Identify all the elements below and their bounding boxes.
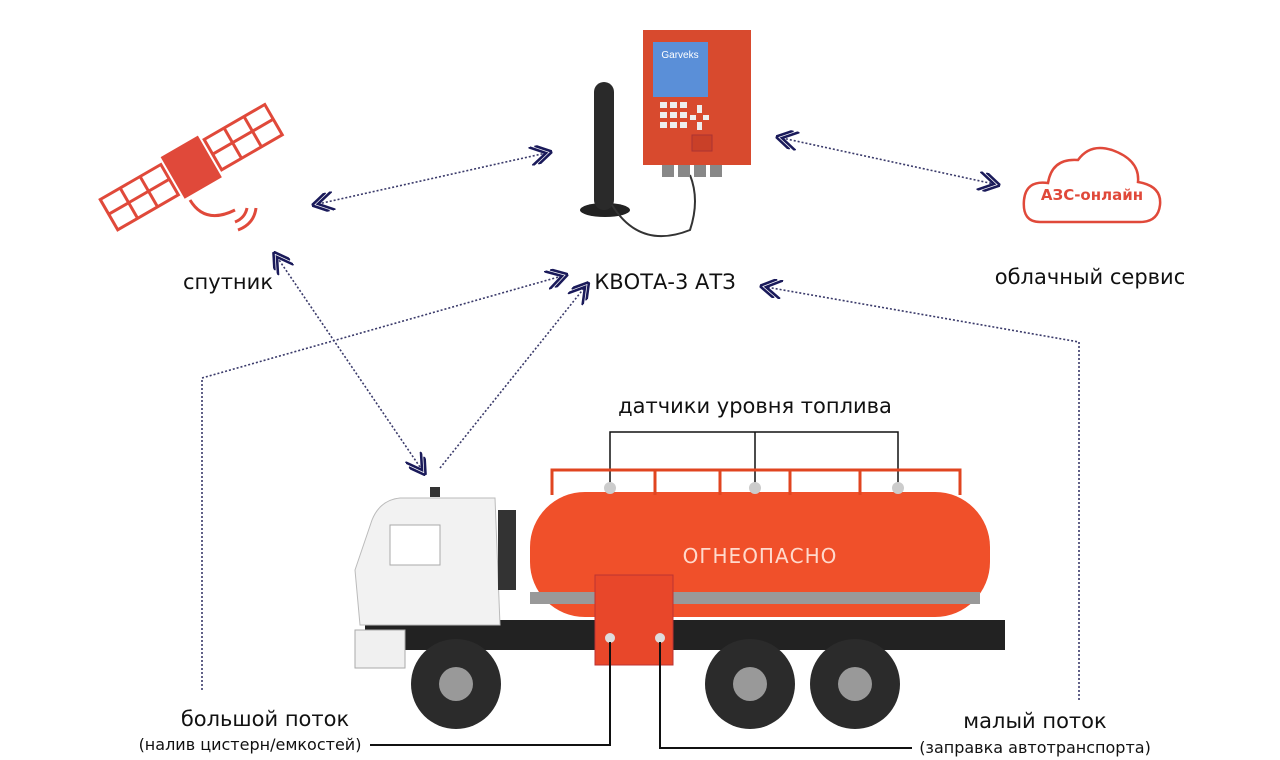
satellite-label: спутник [183,270,273,294]
link-satellite-device [318,153,546,204]
sensor-bracket [609,431,899,485]
link-smallflow-device [766,287,1080,700]
fuel-sensors-label: датчики уровня топлива [618,394,892,418]
big-flow-label: большой поток [180,707,350,731]
small-flow-label: малый поток [963,709,1107,733]
big-flow-connector [370,642,611,746]
satellite-icon [98,102,285,232]
wheels [411,639,900,729]
small-flow-note: (заправка автотранспорта) [919,738,1151,757]
device-brand: Garveks [661,50,698,61]
tank-warning-text: ОГНЕОПАСНО [683,544,838,568]
link-device-cloud [782,138,994,184]
cloud-logo-text: АЗС-онлайн [1041,186,1143,204]
fuel-truck-icon: ОГНЕОПАСНО [354,468,1005,729]
link-truck-device [439,287,585,469]
link-bigflow-device [201,276,562,690]
small-flow-connector [659,642,912,749]
cloud-service-icon: АЗС-онлайн [1022,146,1162,224]
link-satellite-truck [277,257,422,470]
device-label: КВОТА-3 АТЗ [594,270,736,294]
cloud-service-label: облачный сервис [994,265,1186,289]
big-flow-note: (налив цистерн/емкостей) [138,735,362,754]
kvota-device-icon: Garveks [643,30,751,177]
antenna-icon [580,82,696,238]
